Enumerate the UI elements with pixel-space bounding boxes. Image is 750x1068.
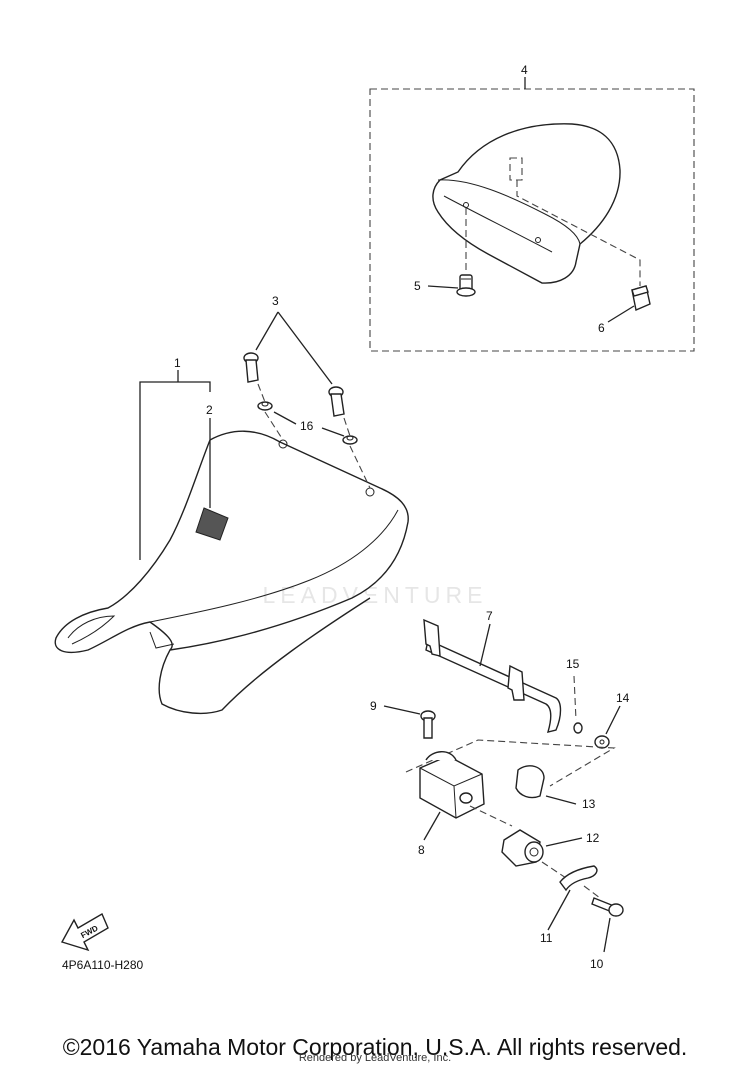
callout-10: 10 [590, 957, 604, 971]
seat-label [195, 507, 229, 541]
callout-15: 15 [566, 657, 580, 671]
pillion-damper [631, 285, 651, 311]
lock-clip [559, 865, 598, 892]
callout-4: 4 [521, 63, 528, 77]
seat-lock-rod [425, 638, 562, 733]
copyright-notice: ©2016 Yamaha Motor Corporation, U.S.A. A… [62, 1034, 688, 1060]
callout-1: 1 [174, 356, 181, 370]
callout-3: 3 [272, 294, 279, 308]
callout-12: 12 [586, 831, 600, 845]
callout-7: 7 [486, 609, 493, 623]
diagram-code: 4P6A110-H280 [62, 958, 143, 972]
lock-pin [573, 675, 583, 734]
fwd-arrow-icon [60, 912, 109, 952]
pillion-seat [432, 123, 621, 284]
rendered-by: Rendered by LeadVenture, Inc. [298, 1052, 452, 1064]
collar-right [342, 435, 358, 445]
seat-bolt-left [243, 352, 259, 383]
collar-left [257, 401, 273, 411]
callout-8: 8 [418, 843, 425, 857]
watermark-text: LEADVENTURE [263, 582, 488, 608]
main-seat [158, 430, 409, 715]
callout-6: 6 [598, 321, 605, 335]
lock-bolt-upper [420, 710, 436, 739]
pillion-bolt [456, 274, 476, 297]
callout-13: 13 [582, 797, 596, 811]
lock-washer [594, 735, 610, 749]
fwd-arrow: FWD [60, 912, 109, 952]
callout-2: 2 [206, 403, 213, 417]
lock-cover [515, 765, 545, 799]
lock-bolt-lower [591, 897, 624, 917]
callout-9: 9 [370, 699, 377, 713]
callout-11: 11 [540, 931, 553, 945]
seat-lock-group: 7 15 14 9 8 [370, 609, 630, 971]
main-seat-group: 1 2 [54, 356, 409, 715]
callout-14: 14 [616, 691, 630, 705]
pillion-seat-group: 4 5 6 [369, 63, 695, 352]
lock-cylinder [501, 829, 544, 867]
callout-16: 16 [300, 419, 314, 433]
seat-bolts-group: 3 16 [243, 294, 375, 497]
seat-lock-body [419, 751, 485, 819]
callout-5: 5 [414, 279, 421, 293]
seat-bolt-right [328, 386, 345, 417]
pillion-seat-box [369, 88, 695, 352]
